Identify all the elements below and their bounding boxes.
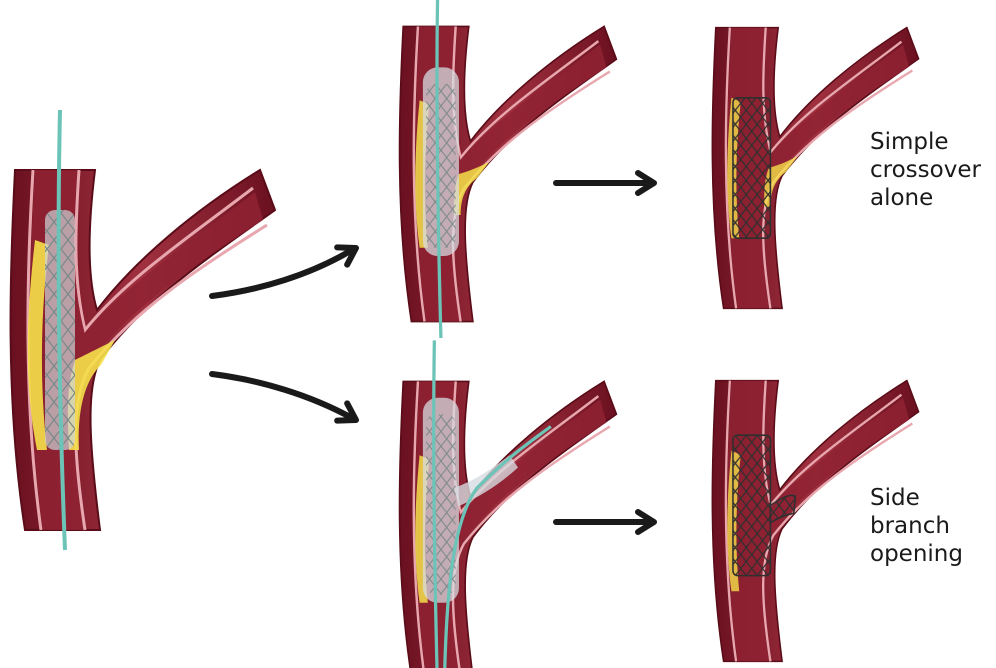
label-line: Side	[870, 484, 963, 512]
label-side-branch-opening: Side branch opening	[870, 484, 963, 568]
label-simple-crossover-alone: Simple crossover alone	[870, 128, 981, 212]
arrow-top-right	[556, 173, 654, 193]
label-line: crossover	[870, 156, 981, 184]
arrow-to-top-path	[212, 239, 361, 296]
label-line: opening	[870, 540, 963, 568]
post-dilation-balloon	[400, 0, 617, 338]
initial-stented-bifurcation	[11, 110, 275, 550]
arrow-to-bottom-path	[212, 374, 361, 429]
label-line: alone	[870, 184, 981, 212]
arrow-bottom-right	[556, 512, 654, 532]
label-line: branch	[870, 512, 963, 540]
kissing-balloon	[400, 340, 617, 668]
label-line: Simple	[870, 128, 981, 156]
